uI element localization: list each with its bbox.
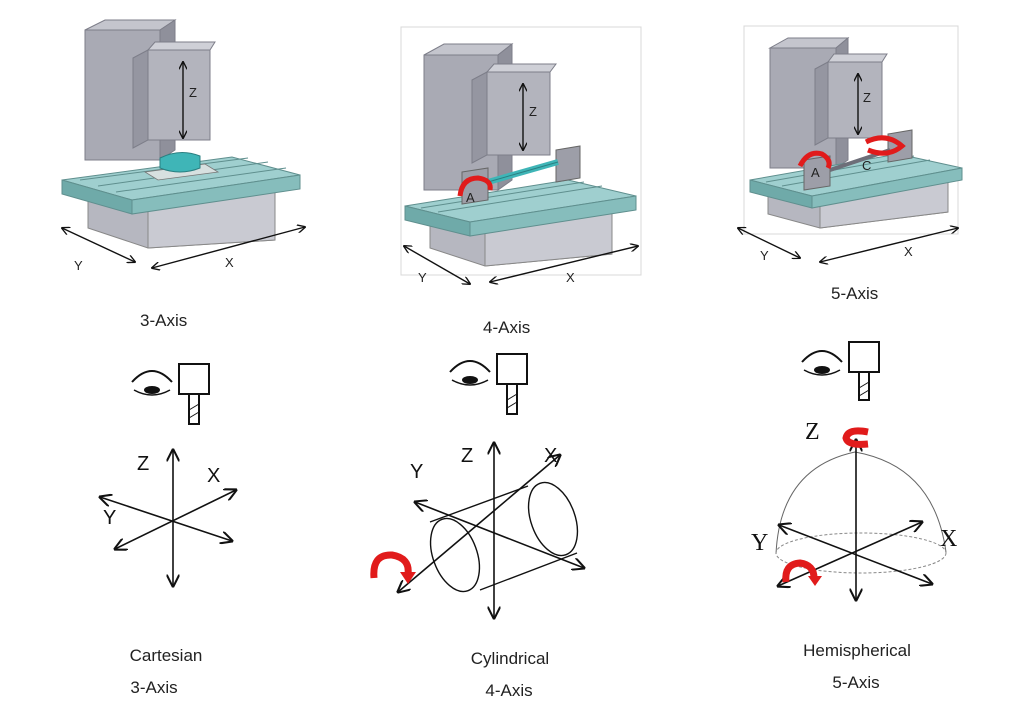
c3-z-label: Z — [137, 453, 149, 475]
eye-icon — [801, 350, 843, 363]
hemispherical-title: Hemispherical — [803, 641, 911, 660]
m4-rot-label: A — [466, 190, 475, 205]
machine-5-axis: A C Z X Y — [738, 25, 963, 263]
machine-3-axis: Z X Y — [62, 19, 305, 273]
m3-y-arrow — [62, 228, 135, 262]
m5-y-arrow — [738, 228, 800, 258]
c3-y-label: Y — [103, 507, 116, 529]
cylindrical-title: Cylindrical — [470, 649, 550, 668]
hemispherical-sub: 5-Axis — [832, 673, 880, 692]
eye-icon — [449, 360, 491, 373]
c4-y-label: Y — [410, 461, 423, 483]
m5-z-label: Z — [863, 90, 871, 105]
m4-x-label: X — [566, 270, 575, 285]
c4-x-label: X — [544, 445, 557, 467]
machine-4-axis: A Z X Y — [400, 26, 642, 285]
eye-tool-icon-2 — [449, 353, 528, 415]
tool-icon — [848, 341, 880, 373]
c5-y-label: Y — [751, 530, 768, 556]
c5-x-label: X — [940, 526, 957, 552]
rotation-arrow-icon — [370, 551, 412, 579]
m3-z-label: Z — [189, 85, 197, 100]
cartesian-sub: 3-Axis — [130, 678, 178, 697]
c4-z-label: Z — [461, 445, 473, 467]
m5-rot-label: A — [811, 165, 820, 180]
m4-y-arrow — [404, 246, 470, 284]
c3-x-label: X — [207, 465, 220, 487]
m3-x-arrow — [152, 227, 305, 268]
m4-x-arrow — [490, 246, 638, 282]
caption-4-axis: 4-Axis — [483, 318, 531, 337]
rotation-arrow-icon — [842, 427, 869, 448]
cylindrical-axes: Y Z X — [370, 443, 587, 618]
m5-y-label: Y — [760, 248, 769, 263]
m4-y-label: Y — [418, 270, 427, 285]
tool-icon — [496, 353, 528, 385]
cartesian-title: Cartesian — [129, 646, 203, 665]
hemispherical-axes: Z Y X — [751, 419, 957, 600]
caption-5-axis: 5-Axis — [831, 284, 879, 303]
m4-z-label: Z — [529, 104, 537, 119]
m3-x-label: X — [225, 255, 234, 270]
eye-tool-icon-1 — [131, 363, 210, 425]
eye-icon — [131, 370, 173, 383]
caption-3-axis: 3-Axis — [140, 311, 188, 330]
cylindrical-sub: 4-Axis — [485, 681, 533, 700]
c5-z-label: Z — [805, 419, 820, 445]
m3-y-label: Y — [74, 258, 83, 273]
m5-rot2-label: C — [862, 158, 871, 173]
rotation-arrow-icon — [782, 559, 818, 583]
cartesian-axes: Z X Y — [100, 450, 236, 586]
eye-tool-icon-3 — [801, 341, 880, 401]
tool-icon — [178, 363, 210, 395]
m5-x-label: X — [904, 244, 913, 259]
m5-x-arrow — [820, 228, 958, 262]
